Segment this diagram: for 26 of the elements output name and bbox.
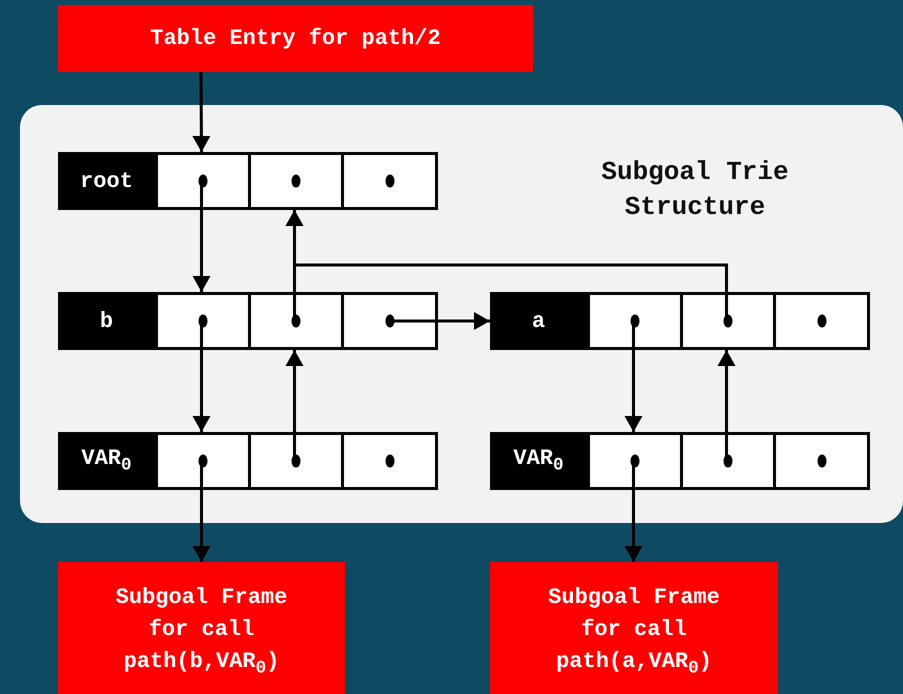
label-box: Subgoal Frame for call path(a,VAR$_{0}$) [490,562,778,694]
label-box: Subgoal Frame for call path(b,VAR$_{0}$) [58,562,345,694]
pointer-cell [773,432,870,490]
pointer-cell [155,152,251,210]
pointer-cell [587,432,683,490]
pointer-cell [680,292,776,350]
pointer-cell [773,292,870,350]
pointer-cell [341,432,438,490]
pointer-cell [248,152,344,210]
pointer-cell [248,432,344,490]
arrow [192,72,210,152]
label-box: Table Entry for path/2 [58,5,533,72]
pointer-cell [587,292,683,350]
node-label: root [58,152,155,210]
panel-background [20,105,903,523]
node-label: b [58,292,155,350]
pointer-cell [248,292,344,350]
node-label: VAR$_{0}$ [490,432,587,490]
node-label: a [490,292,587,350]
pointer-cell [341,152,438,210]
pointer-cell [155,432,251,490]
node-label: VAR$_{0}$ [58,432,155,490]
pointer-cell [680,432,776,490]
structure-title: Subgoal Trie Structure [600,156,790,224]
pointer-cell [155,292,251,350]
pointer-cell [341,292,438,350]
